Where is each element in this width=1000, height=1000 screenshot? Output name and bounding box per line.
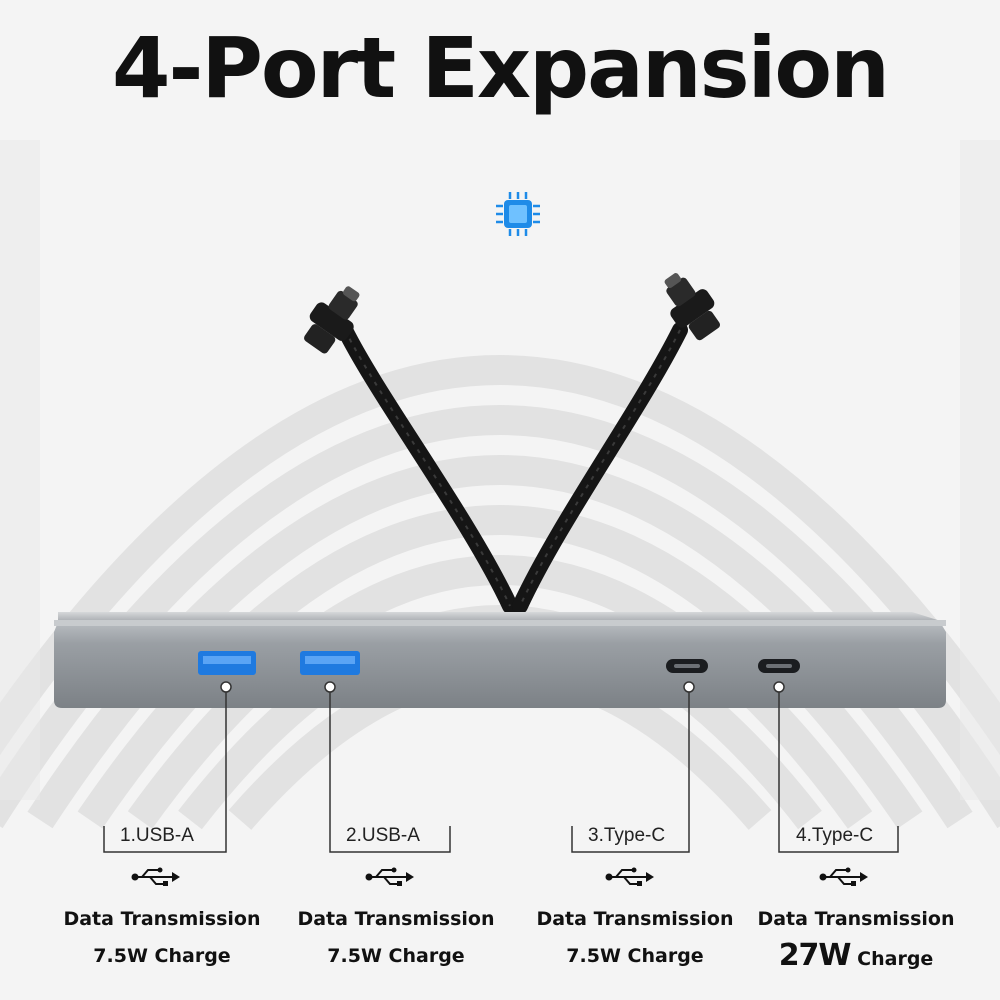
- usb-c-port-3: [666, 659, 708, 673]
- port-3-name: 3.Type-C: [588, 825, 666, 846]
- chip-icon: [496, 192, 540, 236]
- callout-lines: [103, 681, 899, 853]
- hub-body: [54, 612, 946, 708]
- page-title: 4-Port Expansion: [112, 19, 890, 117]
- port-4-charge: 27W Charge: [756, 938, 956, 973]
- port-1-name: 1.USB-A: [120, 825, 194, 846]
- left-usb-c-plug: [304, 286, 360, 354]
- charge-label: Charge: [154, 945, 231, 967]
- charge-label: Charge: [388, 945, 465, 967]
- usb-icon: [605, 867, 654, 886]
- charge-value: 7.5W: [327, 945, 382, 967]
- usb-icon: [819, 867, 868, 886]
- usb-c-port-4: [758, 659, 800, 673]
- charge-label: Charge: [857, 948, 934, 970]
- charge-label: Charge: [627, 945, 704, 967]
- usb-a-port-2: [300, 651, 360, 675]
- v-cable: [304, 273, 721, 614]
- charge-value: 27W: [778, 938, 852, 973]
- background-bands: [0, 140, 1000, 800]
- port-1-charge: 7.5W Charge: [62, 945, 262, 967]
- usb-a-port-1: [198, 651, 256, 675]
- right-usb-c-plug: [664, 273, 721, 341]
- port-4-feature: Data Transmission: [757, 908, 955, 930]
- charge-value: 7.5W: [566, 945, 621, 967]
- port-2-name: 2.USB-A: [346, 825, 420, 846]
- port-4-name: 4.Type-C: [796, 825, 874, 846]
- port-3-charge: 7.5W Charge: [535, 945, 735, 967]
- charge-value: 7.5W: [93, 945, 148, 967]
- usb-icon: [131, 867, 180, 886]
- port-2-feature: Data Transmission: [297, 908, 495, 930]
- port-3-feature: Data Transmission: [536, 908, 734, 930]
- usb-icon: [365, 867, 414, 886]
- port-2-charge: 7.5W Charge: [296, 945, 496, 967]
- port-1-feature: Data Transmission: [63, 908, 261, 930]
